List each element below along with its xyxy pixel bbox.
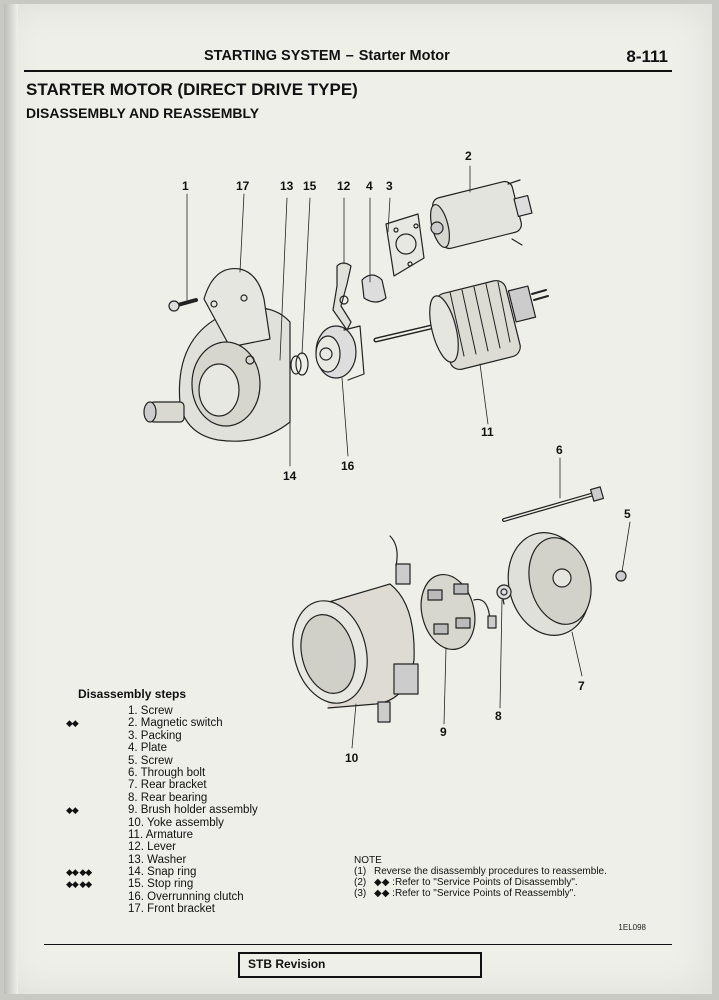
callout-11: 11 [481, 425, 494, 439]
step-label: 11. Armature [128, 828, 193, 841]
page-header: STARTING SYSTEM–Starter Motor 8-111 [24, 44, 672, 72]
footer-rule [44, 944, 672, 945]
disassembly-steps: Disassembly steps 1. Screw ◆◆ 2. Magnetic… [66, 687, 378, 916]
screw-1-drawing [168, 298, 198, 312]
footer-label: STB Revision [248, 957, 326, 971]
callout-17: 17 [236, 179, 250, 193]
step-label: 12. Lever [128, 841, 176, 854]
step-label: 14. Snap ring [128, 866, 197, 879]
note-text: Reverse the disassembly procedures to re… [374, 866, 607, 877]
page-number: 8-111 [626, 47, 668, 66]
step-row: ◆◆ 2. Magnetic switch [66, 717, 378, 730]
step-row: 10. Yoke assembly [78, 817, 378, 829]
note-text: ◆◆ :Refer to "Service Points of Disassem… [374, 877, 578, 888]
step-row: 12. Lever [78, 841, 378, 853]
leader-lines [186, 165, 631, 749]
step-mark: ◆◆ ◆◆ [66, 879, 92, 890]
step-label: 15. Stop ring [128, 878, 194, 891]
step-row: 13. Washer [78, 854, 378, 866]
note-text: ◆◆ :Refer to "Service Points of Reassemb… [374, 888, 576, 899]
note-index: (2) [354, 877, 367, 888]
step-mark: ◆◆ ◆◆ [66, 867, 92, 878]
step-label: 1. Screw [128, 705, 173, 717]
magnetic-switch-drawing [429, 179, 533, 250]
step-row: 3. Packing [78, 730, 378, 742]
callout-9: 9 [440, 725, 447, 739]
plate-drawing [361, 274, 387, 303]
step-mark: ◆◆ [66, 805, 79, 816]
exploded-view-diagram: 1 17 13 15 12 4 3 2 11 14 16 6 5 7 8 9 1… [143, 149, 631, 765]
step-label: 5. Screw [128, 754, 173, 767]
step-label: 8. Rear bearing [128, 791, 208, 804]
callout-13: 13 [280, 179, 294, 193]
callout-1: 1 [182, 179, 189, 193]
manual-page: STARTING SYSTEM–Starter Motor 8-111 STAR… [4, 4, 712, 994]
brush-holder-drawing [420, 573, 497, 651]
callout-12: 12 [337, 179, 351, 193]
step-label: 10. Yoke assembly [128, 816, 224, 829]
front-bracket-drawing [143, 267, 291, 442]
note-heading: NOTE [354, 855, 382, 866]
section-name: STARTING SYSTEM [204, 48, 341, 64]
note-item: (1) Reverse the disassembly procedures to… [354, 866, 607, 877]
step-label: 6. Through bolt [128, 766, 206, 779]
screw-5-drawing [615, 570, 627, 582]
rear-bracket-drawing [501, 532, 592, 636]
callout-16: 16 [341, 459, 355, 473]
header-dash: – [345, 48, 354, 64]
callout-6: 6 [556, 443, 563, 457]
callout-14: 14 [283, 469, 297, 483]
step-mark: ◆◆ [66, 718, 79, 729]
callout-4: 4 [366, 179, 373, 193]
steps-heading: Disassembly steps [78, 687, 187, 701]
step-row: 11. Armature [78, 829, 378, 841]
footer-revision-box: STB Revision [238, 952, 482, 978]
note-index: (1) [354, 866, 367, 877]
step-label: 17. Front bracket [128, 903, 215, 916]
yoke-assembly-drawing [292, 535, 419, 723]
step-row: 1. Screw [78, 705, 378, 717]
callout-3: 3 [386, 179, 393, 193]
note-block: NOTE (1) Reverse the disassembly procedur… [354, 855, 607, 899]
callout-5: 5 [624, 507, 631, 521]
step-row: 5. Screw [78, 755, 378, 767]
step-label: 2. Magnetic switch [128, 717, 223, 730]
armature-drawing [373, 279, 549, 371]
through-bolt-drawing [502, 486, 605, 522]
lever-drawing [332, 262, 352, 331]
callout-2: 2 [465, 149, 472, 163]
step-row: 8. Rear bearing [78, 792, 378, 804]
step-row: 17. Front bracket [78, 903, 378, 915]
step-label: 3. Packing [128, 729, 182, 742]
callout-10: 10 [345, 751, 359, 765]
step-label: 4. Plate [128, 742, 167, 755]
page-subtitle: DISASSEMBLY AND REASSEMBLY [26, 105, 260, 121]
step-row: ◆◆ ◆◆ 15. Stop ring [66, 878, 378, 891]
step-row: 4. Plate [78, 742, 378, 754]
callout-8: 8 [495, 709, 502, 723]
packing-drawing [385, 213, 425, 277]
step-row: ◆◆ ◆◆ 14. Snap ring [66, 866, 378, 879]
step-row: 6. Through bolt [78, 767, 378, 779]
header-section-title: STARTING SYSTEM–Starter Motor [204, 48, 450, 64]
figure-code: 1EL098 [618, 923, 646, 932]
note-item: (2) ◆◆ :Refer to "Service Points of Disas… [354, 877, 607, 888]
step-row: 7. Rear bracket [78, 779, 378, 791]
rear-bearing-drawing [496, 584, 512, 600]
binding-shadow [4, 4, 18, 994]
step-label: 13. Washer [128, 853, 187, 866]
callout-15: 15 [303, 179, 317, 193]
note-index: (3) [354, 888, 367, 899]
step-row: 16. Overrunning clutch [78, 891, 378, 903]
page-title: STARTER MOTOR (DIRECT DRIVE TYPE) [26, 80, 358, 99]
step-label: 7. Rear bracket [128, 779, 207, 792]
step-row: ◆◆ 9. Brush holder assembly [66, 804, 378, 817]
note-item: (3) ◆◆ :Refer to "Service Points of Reass… [354, 888, 607, 899]
overrunning-clutch-drawing [315, 325, 365, 381]
subsection-name: Starter Motor [358, 48, 450, 64]
step-label: 9. Brush holder assembly [128, 804, 258, 817]
callout-7: 7 [578, 679, 585, 693]
step-label: 16. Overrunning clutch [128, 890, 244, 903]
